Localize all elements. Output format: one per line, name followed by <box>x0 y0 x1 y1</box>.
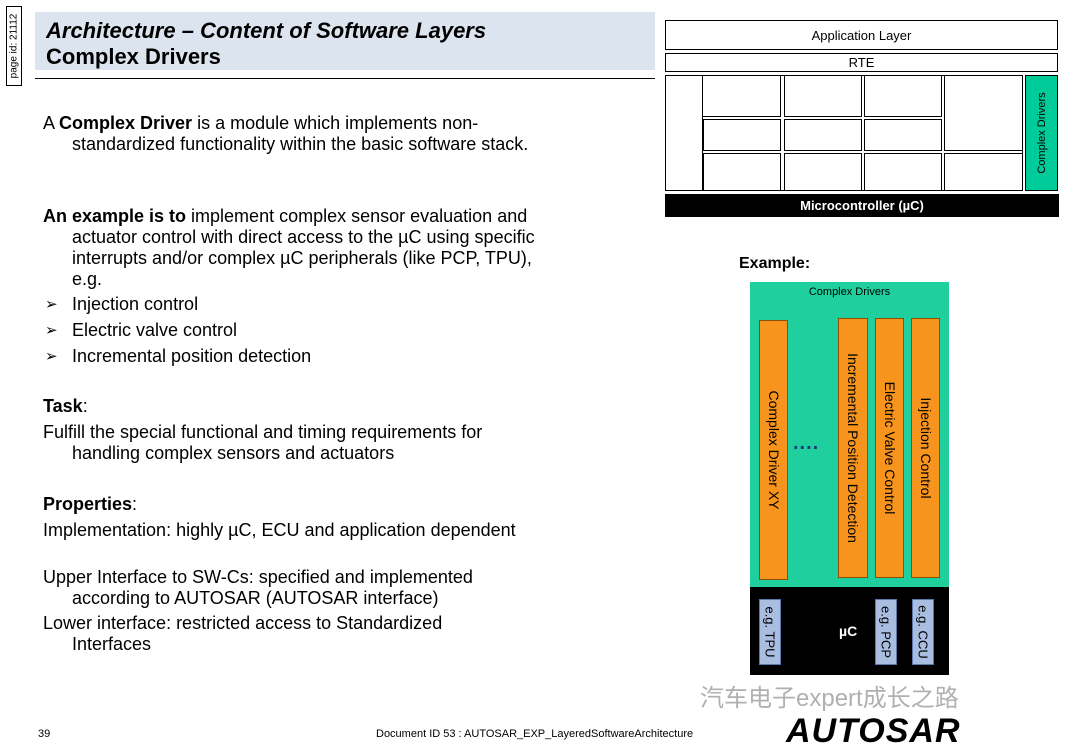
task-text: Fulfill the special functional and timin… <box>43 422 483 463</box>
page-number: 39 <box>38 728 51 740</box>
complex-drivers-block: Complex Drivers <box>1025 75 1058 191</box>
arrow-bullet-icon: ➢ <box>45 348 58 365</box>
bsw-block <box>784 119 862 151</box>
bsw-block <box>665 75 703 191</box>
uc-block: e.g. TPU µC e.g. PCP e.g. CCU <box>750 587 949 675</box>
autosar-logo: AUTOSAR <box>786 712 961 750</box>
bsw-block <box>864 153 942 191</box>
arrow-bullet-icon: ➢ <box>45 296 58 313</box>
title-bar <box>35 12 655 70</box>
example-label: Example: <box>739 255 811 272</box>
peripheral-chip: e.g. TPU <box>759 599 781 665</box>
property-item: Lower interface: restricted access to St… <box>43 613 443 654</box>
bsw-block <box>864 119 942 151</box>
driver-bar: Incremental Position Detection <box>838 318 868 578</box>
peripheral-chip: e.g. CCU <box>912 599 934 665</box>
page-id-label: page id: 21112 <box>6 6 22 86</box>
example-header: Complex Drivers <box>808 286 891 298</box>
driver-bar: Injection Control <box>911 318 940 578</box>
page-title: Architecture – Content of Software Layer… <box>46 18 487 43</box>
bsw-block <box>703 153 781 191</box>
bsw-block <box>944 153 1023 191</box>
bullet-item: ➢ Injection control <box>45 294 199 314</box>
application-layer: Application Layer <box>665 20 1058 50</box>
rte-layer: RTE <box>665 53 1058 72</box>
driver-bar: Complex Driver XY <box>759 320 788 580</box>
bsw-block <box>784 75 862 117</box>
bsw-block <box>784 153 862 191</box>
bsw-block <box>944 75 1023 151</box>
example-paragraph: An example is to implement complex senso… <box>43 206 535 289</box>
task-heading: Task: <box>43 396 88 416</box>
intro-paragraph: A Complex Driver is a module which imple… <box>43 113 529 154</box>
properties-heading: Properties: <box>43 494 138 514</box>
bsw-block <box>864 75 942 117</box>
watermark: 汽车电子expert成长之路 <box>700 685 959 712</box>
page-subtitle: Complex Drivers <box>46 44 221 69</box>
ellipsis: .... <box>793 432 820 454</box>
uc-label: µC <box>839 623 858 639</box>
bullet-item: ➢ Electric valve control <box>45 320 238 340</box>
document-id: Document ID 53 : AUTOSAR_EXP_LayeredSoft… <box>376 728 694 740</box>
arrow-bullet-icon: ➢ <box>45 322 58 339</box>
bullet-item: ➢ Incremental position detection <box>45 346 312 366</box>
title-divider <box>35 78 655 79</box>
complex-drivers-example: Complex Drivers Complex Driver XY .... I… <box>750 282 949 587</box>
microcontroller-layer: Microcontroller (µC) <box>665 194 1059 217</box>
property-item: Implementation: highly µC, ECU and appli… <box>43 520 516 540</box>
peripheral-chip: e.g. PCP <box>875 599 897 665</box>
driver-bar: Electric Valve Control <box>875 318 904 578</box>
property-item: Upper Interface to SW-Cs: specified and … <box>43 567 473 608</box>
bsw-block <box>703 119 781 151</box>
